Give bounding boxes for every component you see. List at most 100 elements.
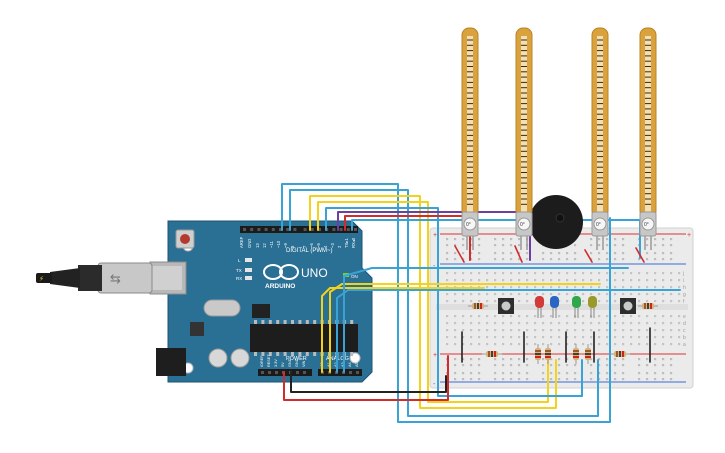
- flex-angle-label: 0°: [596, 222, 601, 228]
- pin-label-rx0: RX◂0: [351, 237, 356, 248]
- resistor-button-2[interactable]: [638, 303, 658, 309]
- resistor-flex-1[interactable]: [482, 351, 502, 357]
- wire-red-top[interactable]: [344, 215, 471, 261]
- usb-controller-chip: [252, 304, 270, 318]
- wire-red-jumper-1[interactable]: [454, 245, 465, 263]
- bb-plus-top: +: [433, 232, 437, 239]
- bb-row-i: i: [683, 278, 684, 284]
- bb-row-e: e: [683, 314, 686, 320]
- pin-label-10: ~10: [276, 240, 281, 248]
- pin-label-gnd2: GND: [295, 358, 299, 367]
- flex-angle-label: 0°: [466, 222, 471, 228]
- led-l-label: L: [238, 258, 241, 263]
- bb-plus-bottom: +: [433, 352, 437, 359]
- flex-sensor-4[interactable]: 0°: [639, 27, 657, 250]
- led-rx-label: RX: [236, 276, 242, 281]
- usb-cable[interactable]: ⇆ ⚡: [36, 262, 153, 294]
- wire-yellow-a0[interactable]: [321, 287, 485, 373]
- pin-label-aref: AREF: [239, 236, 244, 248]
- pin-label-2: 2: [337, 245, 342, 248]
- bb-row-c: c: [683, 328, 686, 334]
- usb-port: [149, 261, 187, 295]
- pin-label-5: ~5: [316, 243, 321, 248]
- wires[interactable]: [281, 183, 681, 423]
- resistor-led-1[interactable]: [535, 344, 541, 364]
- led-blue[interactable]: [550, 296, 559, 318]
- bb-plus-right: +: [687, 232, 691, 239]
- resistor-led-4[interactable]: [585, 344, 591, 364]
- led-green[interactable]: [572, 296, 581, 318]
- wire-red-jumper-3[interactable]: [584, 249, 593, 263]
- analog-header-label: ANALOG IN: [326, 356, 356, 362]
- pin-label-11: ~11: [269, 241, 274, 248]
- bb-minus-top: -: [433, 263, 436, 270]
- reset-button[interactable]: [175, 229, 195, 249]
- flex-sensor-1[interactable]: 0°: [461, 27, 479, 250]
- flex-angle-label: 0°: [644, 222, 649, 228]
- lightning-icon: ⚡: [39, 275, 44, 283]
- voltage-regulator: [190, 322, 204, 336]
- resistor-led-3[interactable]: [573, 344, 579, 364]
- led-l: [245, 258, 252, 262]
- bb-row-b: b: [683, 335, 686, 341]
- led-red[interactable]: [535, 296, 544, 318]
- pin-label-reset: RESET: [267, 354, 271, 367]
- pin-label-13: 13: [255, 243, 260, 248]
- flex-angle-label: 0°: [520, 222, 525, 228]
- capacitor-1: [208, 348, 228, 368]
- usb-symbol-icon: ⇆: [110, 272, 121, 287]
- wire-blue-a2[interactable]: [336, 289, 681, 373]
- wire-blue-4[interactable]: [351, 219, 641, 259]
- pin-label-9: ~9: [283, 243, 288, 248]
- atmega-chip: [250, 320, 358, 356]
- wire-blue-a3[interactable]: [343, 267, 629, 373]
- pin-label-vin: VIN: [302, 360, 306, 367]
- arduino-logo-text: ARDUINO: [265, 283, 295, 290]
- wire-red-5v[interactable]: [283, 355, 449, 401]
- wire-blue-1[interactable]: [281, 183, 611, 423]
- pin-label-gnd1: GND: [288, 358, 292, 367]
- pin-label-8: 8: [290, 245, 295, 248]
- flex-sensor-3[interactable]: 0°: [591, 27, 609, 250]
- wire-blue-3[interactable]: [325, 207, 583, 397]
- wire-black-gnd[interactable]: [290, 371, 447, 393]
- piezo-buzzer[interactable]: [529, 195, 583, 249]
- arduino-logo: ARDUINO: [263, 264, 299, 290]
- bb-minus-bottom: -: [433, 381, 436, 388]
- resistor-flex-2[interactable]: [610, 351, 630, 357]
- led-tx-label: TX: [236, 268, 242, 273]
- bb-row-j: j: [682, 271, 684, 277]
- on-led-label: ON: [351, 274, 358, 279]
- power-header-label: POWER: [286, 356, 307, 362]
- wire-yellow-1[interactable]: [309, 195, 557, 409]
- bb-row-d: d: [683, 321, 686, 327]
- pin-label-3: ~3: [330, 243, 335, 248]
- pushbutton-1[interactable]: [498, 298, 514, 314]
- analog-pin-header[interactable]: [318, 369, 362, 376]
- pin-label-a5: A5: [355, 362, 359, 367]
- pin-label-5v: 5V: [281, 362, 285, 367]
- led-olive[interactable]: [588, 296, 597, 318]
- flex-sensor-2[interactable]: 0°: [515, 27, 533, 250]
- arduino-uno-board[interactable]: ARDUINO UNO DIGITAL (PWM~) POWER ANALOG …: [149, 220, 373, 383]
- bb-row-h: h: [683, 285, 686, 291]
- bb-row-f: f: [683, 299, 685, 305]
- wire-red-jumper-4[interactable]: [635, 247, 645, 263]
- wire-blue-2[interactable]: [289, 189, 599, 417]
- dc-power-jack: [156, 348, 186, 376]
- digital-pin-header[interactable]: [240, 226, 358, 233]
- bb-row-a: a: [683, 342, 686, 348]
- resistor-button-1[interactable]: [468, 303, 488, 309]
- pin-label-tx1: TX▸1: [344, 238, 349, 248]
- board-model-label: UNO: [301, 266, 328, 280]
- digital-pin-labels: AREF GND 13 12 ~11 ~10 ~9 8 7 ~6 ~5 4 ~3…: [239, 236, 356, 248]
- bb-row-g: g: [683, 292, 686, 298]
- pushbutton-2[interactable]: [620, 298, 636, 314]
- wire-red-jumper-2[interactable]: [514, 245, 523, 263]
- resistor-led-2[interactable]: [545, 344, 551, 364]
- wire-yellow-a1[interactable]: [329, 283, 601, 373]
- pin-label-gnd: GND: [247, 239, 252, 248]
- pin-label-4: 4: [323, 245, 328, 248]
- crystal: [203, 299, 241, 317]
- capacitor-2: [230, 348, 250, 368]
